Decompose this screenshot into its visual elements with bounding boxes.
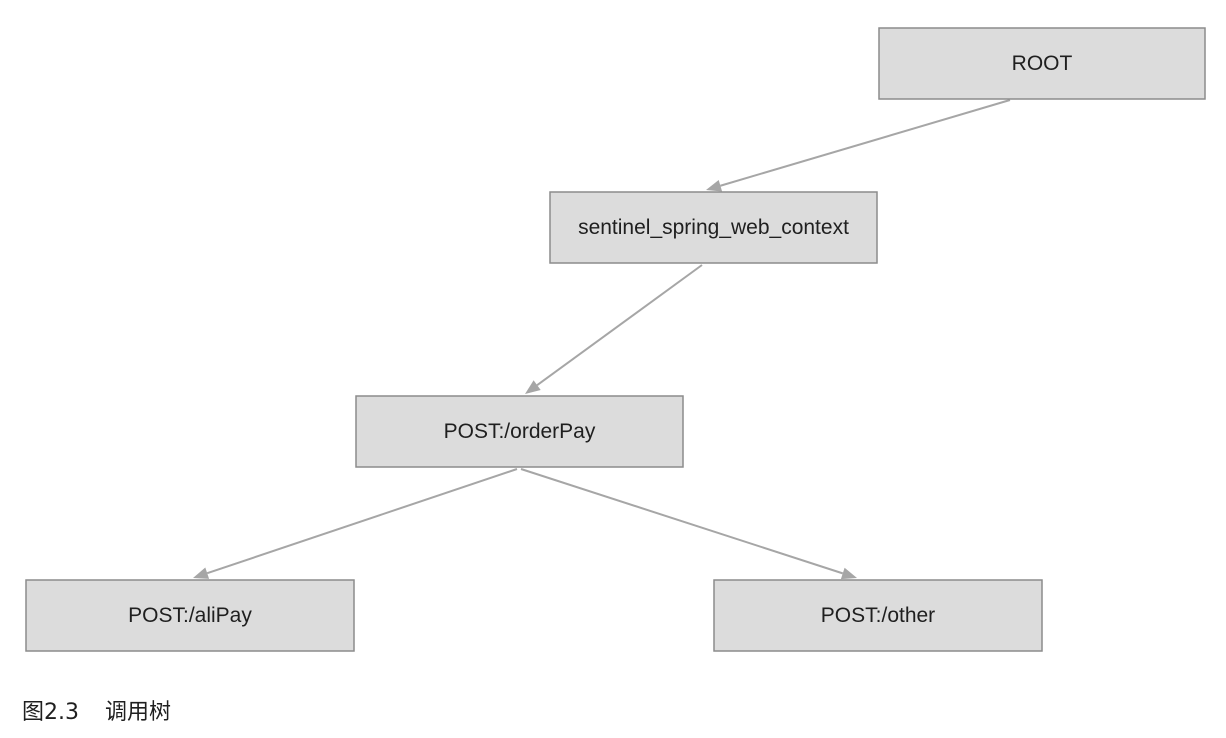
figure-caption: 图2.3 调用树: [22, 694, 171, 726]
node-label: ROOT: [1012, 52, 1073, 75]
node-label: POST:/aliPay: [128, 604, 252, 627]
node-box: [25, 579, 355, 652]
edge-line: [206, 468, 518, 575]
edge-line: [520, 468, 844, 575]
edge-orderpay-other: [520, 468, 857, 580]
node-box: [713, 579, 1043, 652]
arrowhead-icon: [193, 567, 210, 579]
figure-title: 调用树: [105, 700, 172, 725]
figure-number: 图2.3: [22, 700, 79, 725]
node-context: sentinel_spring_web_context: [549, 191, 878, 264]
arrowhead-icon: [525, 380, 541, 394]
edge-line: [720, 99, 1011, 187]
node-label: POST:/orderPay: [444, 420, 596, 443]
edge-line: [536, 264, 703, 386]
node-label: POST:/other: [821, 604, 935, 627]
node-box: [878, 27, 1206, 100]
edge-context-orderpay: [525, 264, 703, 394]
edge-orderpay-alipay: [193, 468, 518, 579]
node-box: [549, 191, 878, 264]
node-label: sentinel_spring_web_context: [578, 216, 849, 239]
node-alipay: POST:/aliPay: [25, 579, 355, 652]
edge-root-context: [706, 99, 1011, 192]
arrowhead-icon: [706, 180, 723, 192]
node-box: [355, 395, 684, 468]
diagram-edges: [193, 99, 1011, 580]
arrowhead-icon: [840, 567, 857, 580]
node-other: POST:/other: [713, 579, 1043, 652]
node-orderpay: POST:/orderPay: [355, 395, 684, 468]
diagram-nodes: ROOT sentinel_spring_web_contextPOST:/ord…: [25, 27, 1206, 652]
node-root: ROOT: [878, 27, 1206, 100]
